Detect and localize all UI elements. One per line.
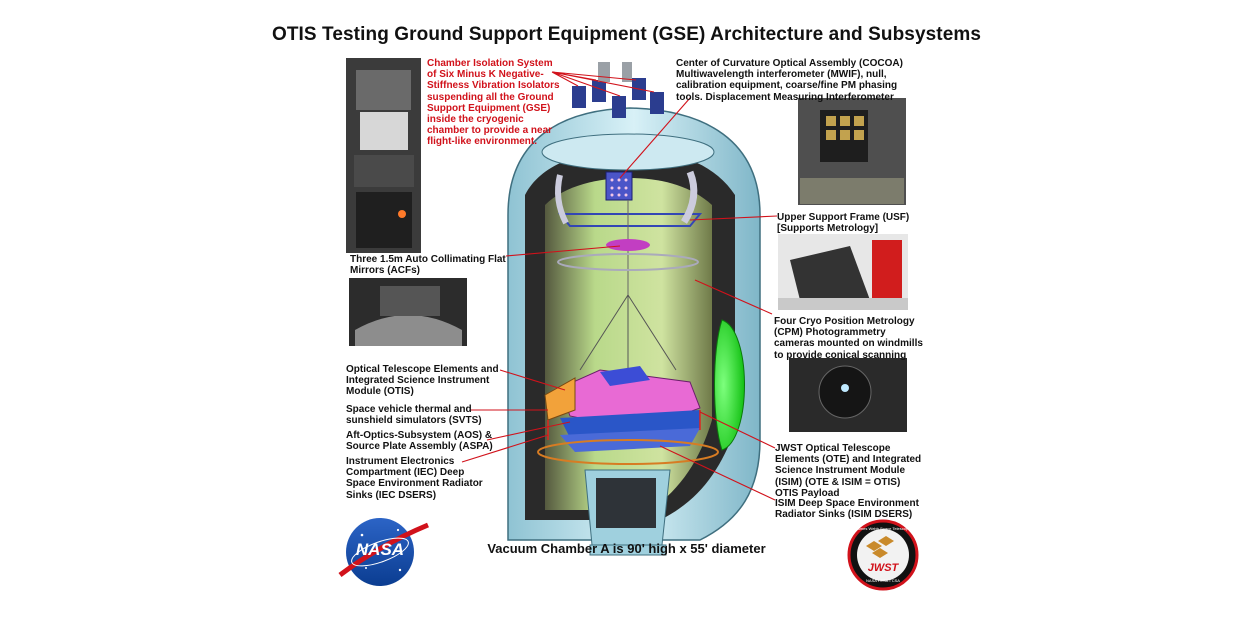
isolation-callout: Chamber Isolation System of Six Minus K …: [427, 58, 560, 148]
svts-callout: Space vehicle thermal and sunshield simu…: [346, 404, 482, 427]
jwst-logo-ring-text: James Webb Space Telescope: [855, 526, 911, 531]
jwst-logo-agencies: NASA • ESA • CSA: [866, 578, 900, 583]
aos-callout: Aft-Optics-Subsystem (AOS) & Source Plat…: [346, 430, 493, 453]
otis-payload: [537, 366, 719, 465]
usf-callout: Upper Support Frame (USF) [Supports Metr…: [777, 212, 910, 235]
cocoa-callout: Center of Curvature Optical Assembly (CO…: [676, 58, 903, 103]
vacuum-chamber: [507, 62, 761, 556]
photo-isolator: [346, 58, 421, 253]
isim-dsers-callout: ISIM Deep Space Environment Radiator Sin…: [775, 498, 919, 521]
callout-lines: [461, 71, 778, 501]
otis-callout: Optical Telescope Elements and Integrate…: [346, 364, 499, 398]
jwst-logo: [847, 519, 919, 591]
photo-usf: [778, 234, 908, 310]
payload-callout: JWST Optical Telescope Elements (OTE) an…: [775, 443, 922, 499]
photo-cocoa: [798, 98, 906, 205]
nasa-logo-text: NASA: [355, 540, 405, 559]
photo-acf: [349, 278, 467, 346]
acf-callout: Three 1.5m Auto Collimating Flat Mirrors…: [350, 254, 506, 277]
chamber-size-caption: Vacuum Chamber A is 90' high x 55' diame…: [487, 541, 766, 556]
photo-cpm: [789, 358, 907, 432]
nasa-logo: [338, 518, 429, 586]
jwst-logo-text: JWST: [867, 562, 899, 574]
diagram-title: OTIS Testing Ground Support Equipment (G…: [271, 24, 982, 45]
cpm-callout: Four Cryo Position Metrology (CPM) Photo…: [774, 316, 923, 361]
iec-callout: Instrument Electronics Compartment (IEC)…: [346, 456, 483, 501]
